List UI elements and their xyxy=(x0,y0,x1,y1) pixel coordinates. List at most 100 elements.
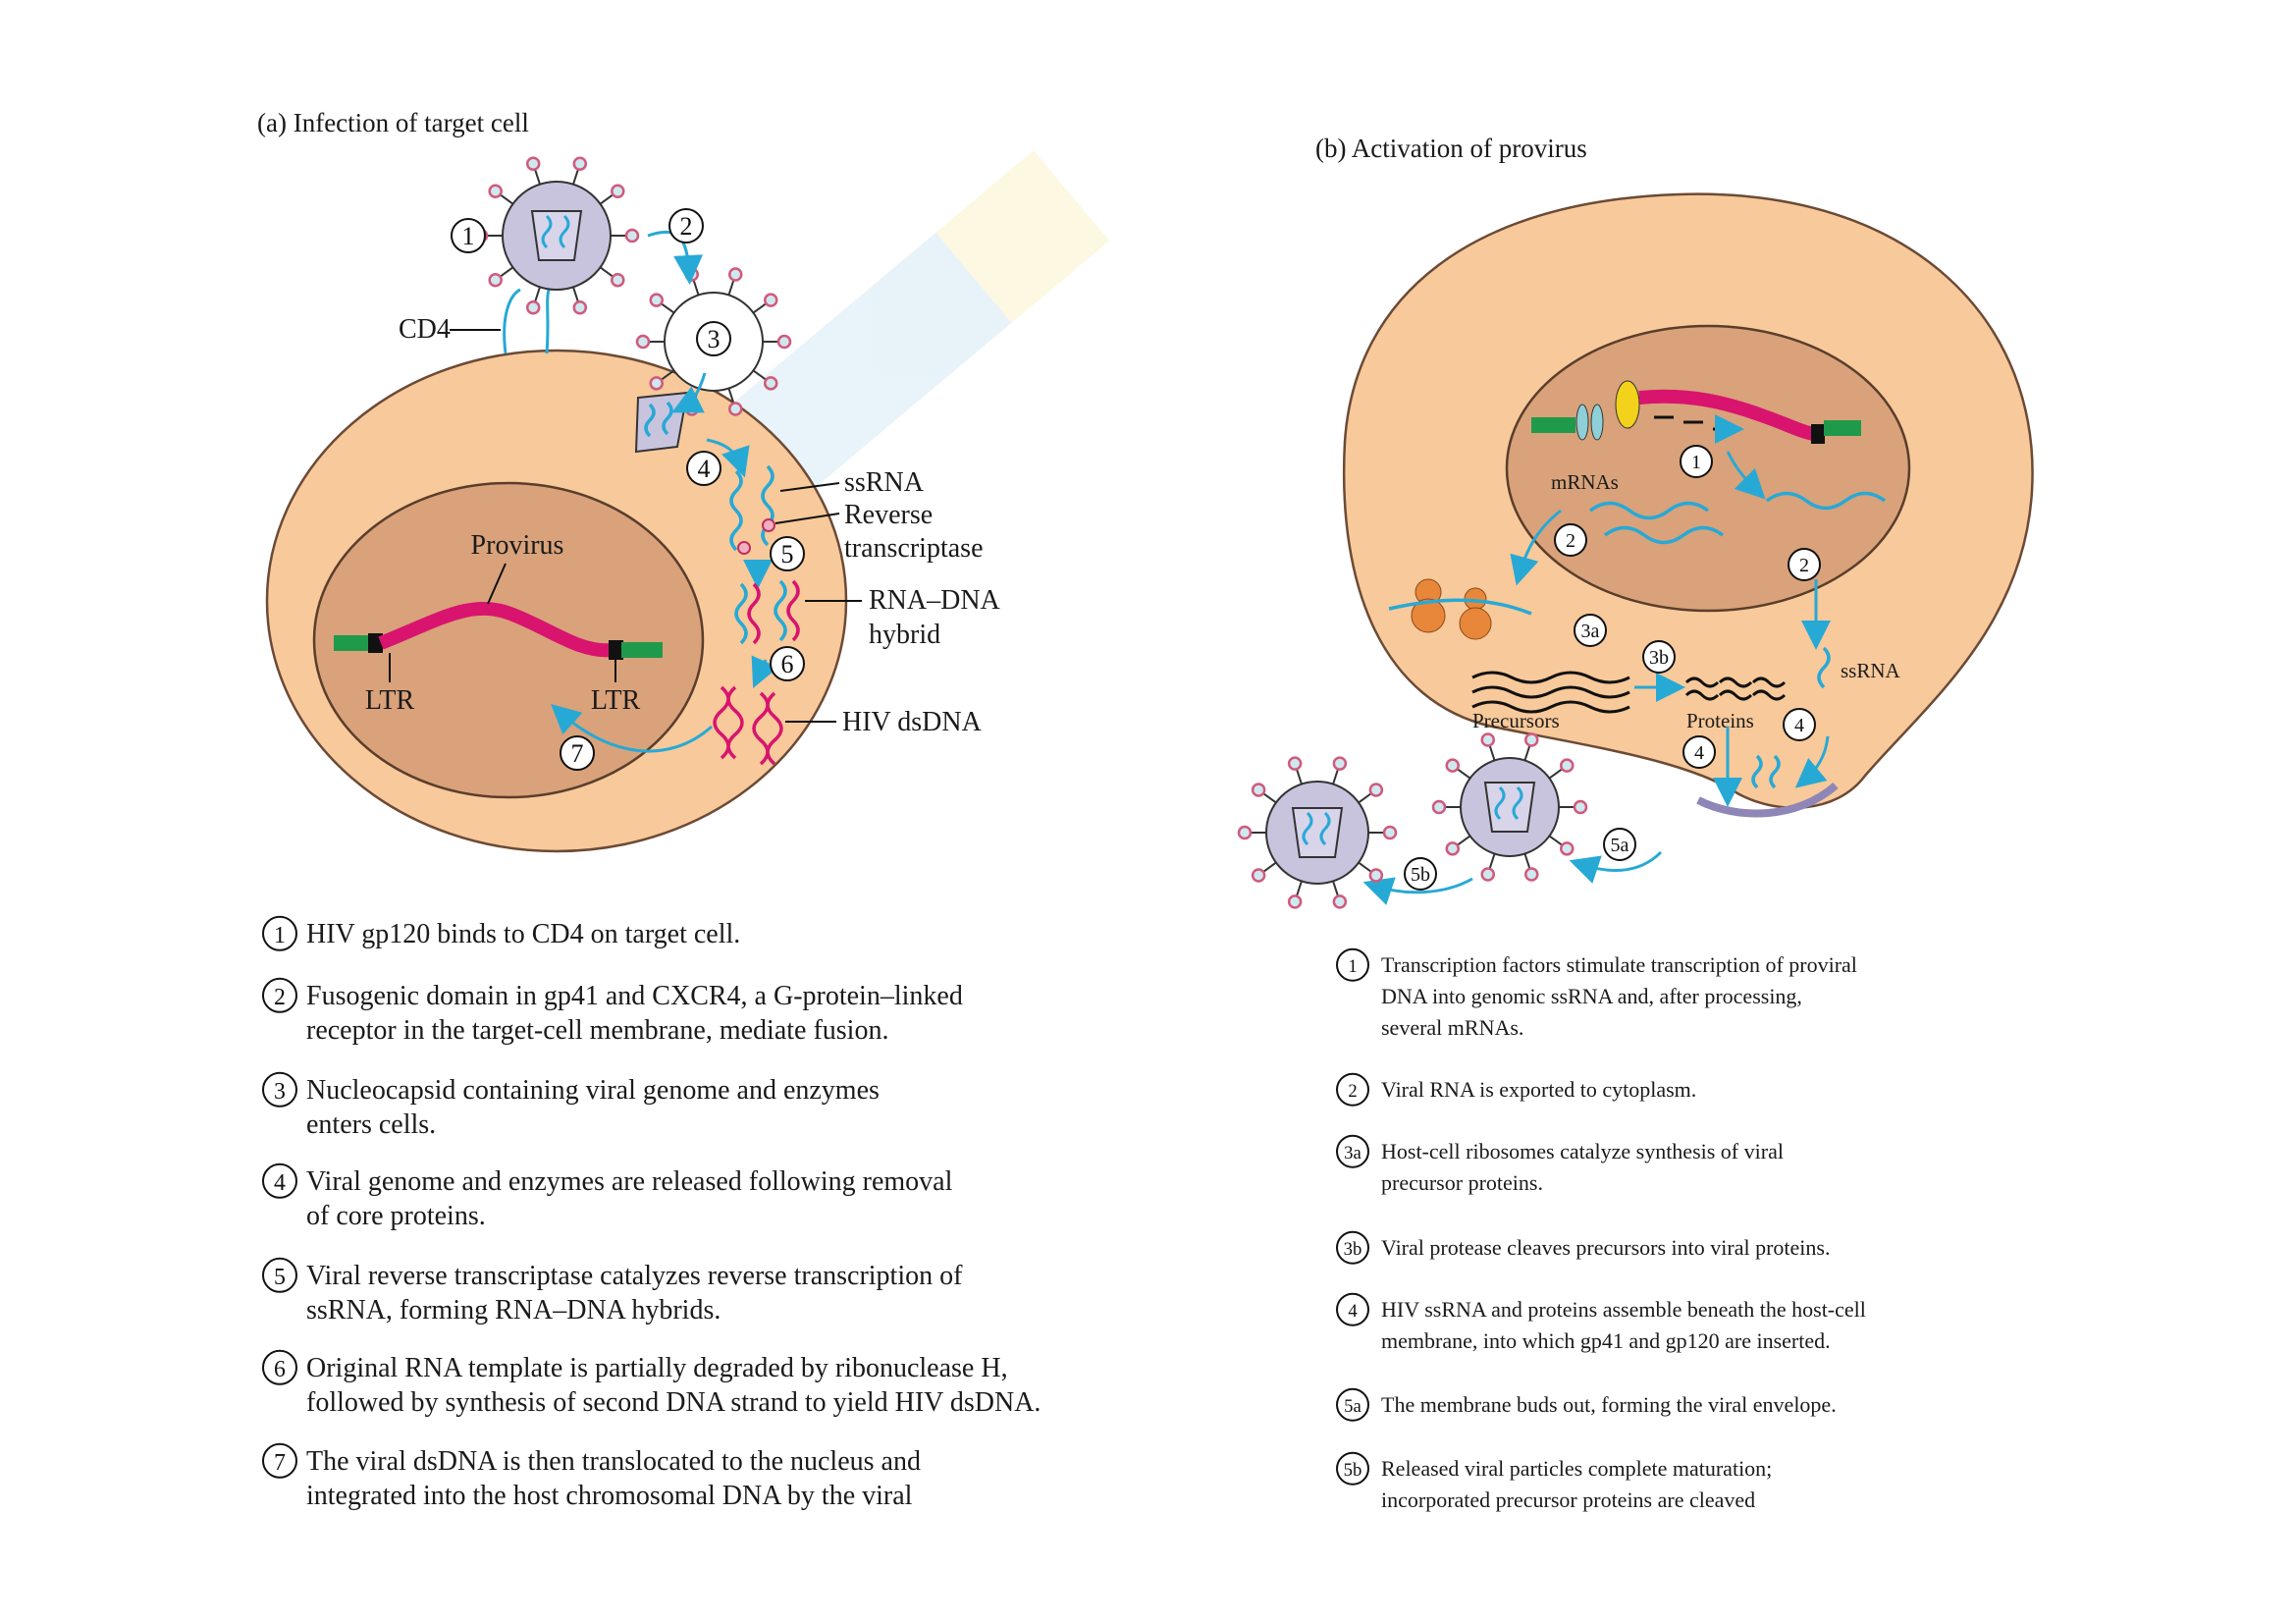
step-description-line: Viral RNA is exported to cytoplasm. xyxy=(1381,1077,1696,1102)
step-number: 5b xyxy=(1344,1460,1362,1481)
step-marker: 4 xyxy=(1682,735,1716,769)
viral-proteins xyxy=(1684,676,1787,701)
step-description-line: Host-cell ribosomes catalyze synthesis o… xyxy=(1381,1139,1784,1163)
step-number: 3a xyxy=(1581,621,1600,642)
step-marker: 5a xyxy=(1603,828,1636,861)
step-number: 4 xyxy=(1694,742,1704,764)
provirus-dna xyxy=(1531,380,1861,444)
rna-dna-hybrid-label-2: hybrid xyxy=(869,620,940,650)
step-item: 5 Viral reverse transcriptase catalyzes r… xyxy=(262,1257,963,1325)
step-number: 4 xyxy=(1794,715,1804,736)
step-marker: 3b xyxy=(1642,640,1676,674)
step-number: 5 xyxy=(274,1265,286,1290)
step-marker: 5b xyxy=(1404,857,1437,891)
nucleus xyxy=(312,481,705,799)
step-number: 2 xyxy=(680,212,693,241)
step-number: 3 xyxy=(274,1079,286,1105)
step-number: 5b xyxy=(1411,864,1430,886)
ssrna-label-b: ssRNA xyxy=(1841,659,1901,682)
immature-virion xyxy=(1431,732,1588,882)
step-number: 4 xyxy=(698,455,711,483)
step-number: 7 xyxy=(571,739,584,768)
proteins-label: Proteins xyxy=(1686,709,1754,732)
step-marker: 6 xyxy=(770,646,805,681)
step-number: 1 xyxy=(274,923,286,948)
step-marker: 2 xyxy=(1788,548,1821,581)
step-description-line: Nucleocapsid containing viral genome and… xyxy=(306,1075,880,1106)
step-description-line: Transcription factors stimulate transcri… xyxy=(1381,952,1857,977)
hiv-dsdna-helix xyxy=(713,685,744,760)
step-description-line: membrane, into which gp41 and gp120 are … xyxy=(1381,1328,1831,1353)
budding-membrane xyxy=(1696,782,1839,818)
step-number: 2 xyxy=(1348,1081,1357,1102)
step-number: 3b xyxy=(1344,1239,1362,1260)
step-marker: 4 xyxy=(686,451,721,486)
step-description-line: Viral reverse transcriptase catalyzes re… xyxy=(306,1261,963,1291)
precursor-proteins xyxy=(1471,671,1630,714)
step-number: 7 xyxy=(274,1450,286,1476)
panel-a-step-list: 1 HIV gp120 binds to CD4 on target cell. 2… xyxy=(262,915,1041,1511)
step-description-line: Viral genome and enzymes are released fo… xyxy=(306,1166,953,1197)
step-description-line: The membrane buds out, forming the viral… xyxy=(1381,1392,1837,1417)
step-marker: 1 xyxy=(1680,445,1713,478)
hiv-dsdna-label: HIV dsDNA xyxy=(842,707,983,737)
step-item: 3b Viral protease cleaves precursors into… xyxy=(1336,1230,1830,1265)
mature-virion xyxy=(1237,756,1398,909)
step-number: 6 xyxy=(274,1357,286,1382)
step-item: 2 Fusogenic domain in gp41 and CXCR4, a G… xyxy=(262,977,963,1046)
panel-a: (a) Infection of target cell Provirus LT… xyxy=(257,108,1001,853)
step-description-line: DNA into genomic ssRNA and, after proces… xyxy=(1381,984,1802,1008)
step-number: 2 xyxy=(274,985,286,1010)
step-description-line: HIV ssRNA and proteins assemble beneath … xyxy=(1381,1297,1866,1322)
step-marker: 5 xyxy=(770,536,805,571)
step-description-line: Released viral particles complete matura… xyxy=(1381,1456,1772,1481)
step-marker: 3a xyxy=(1574,614,1607,647)
step-item: 2 Viral RNA is exported to cytoplasm. xyxy=(1336,1072,1696,1107)
reverse-transcriptase-label-1: Reverse xyxy=(844,500,933,530)
step-description-line: The viral dsDNA is then translocated to … xyxy=(306,1446,921,1477)
panel-a-step-markers: 1 2 3 4 5 6 7 xyxy=(451,208,805,771)
step-description-line: of core proteins. xyxy=(306,1201,486,1231)
step-number: 3a xyxy=(1344,1143,1362,1163)
panel-a-title: (a) Infection of target cell xyxy=(257,108,529,137)
step-item: 4 Viral genome and enzymes are released f… xyxy=(262,1163,953,1231)
step-number: 5a xyxy=(1611,835,1629,856)
step-number: 5 xyxy=(781,540,794,568)
step-description-line: HIV gp120 binds to CD4 on target cell. xyxy=(306,919,740,949)
cd4-receptors xyxy=(503,286,552,354)
ssrna-label: ssRNA xyxy=(844,467,925,498)
step-description-line: incorporated precursor proteins are clea… xyxy=(1381,1488,1755,1512)
step-number: 1 xyxy=(1348,956,1357,977)
step-number: 1 xyxy=(1691,452,1701,473)
panel-b-step-markers: 1 2 2 3a 3b 4 4 5a 5b xyxy=(1404,445,1821,891)
step-description-line: enters cells. xyxy=(306,1109,436,1140)
panel-b-title: (b) Activation of provirus xyxy=(1315,134,1587,163)
step-description-line: followed by synthesis of second DNA stra… xyxy=(306,1387,1041,1418)
rna-dna-hybrid-label-1: RNA–DNA xyxy=(869,585,1001,616)
step-item: 1 HIV gp120 binds to CD4 on target cell. xyxy=(262,915,740,951)
provirus-label: Provirus xyxy=(471,530,564,561)
step-marker: 2 xyxy=(668,208,704,243)
step-description-line: Viral protease cleaves precursors into v… xyxy=(1381,1235,1830,1260)
step-number: 1 xyxy=(462,222,475,250)
hiv-virion xyxy=(473,156,640,315)
panel-b: (b) Activation of provirus mRNAs ssRNA xyxy=(1237,134,2034,909)
step-number: 4 xyxy=(1348,1301,1358,1322)
cd4-label: CD4 xyxy=(399,314,451,345)
reverse-transcriptase-label-2: transcriptase xyxy=(844,533,984,564)
step-marker: 2 xyxy=(1554,523,1587,557)
step-number: 5a xyxy=(1344,1396,1362,1417)
step-number: 2 xyxy=(1799,555,1809,576)
step-item: 4 HIV ssRNA and proteins assemble beneath… xyxy=(1336,1292,1866,1353)
step-number: 3 xyxy=(708,325,721,353)
step-item: 3a Host-cell ribosomes catalyze synthesis… xyxy=(1336,1134,1784,1195)
step-marker: 1 xyxy=(451,218,486,253)
step-description-line: ssRNA, forming RNA–DNA hybrids. xyxy=(306,1295,721,1325)
panel-b-step-list: 1 Transcription factors stimulate transcr… xyxy=(1336,947,1866,1512)
step-description-line: integrated into the host chromosomal DNA… xyxy=(306,1481,913,1511)
step-number: 6 xyxy=(781,650,794,678)
step-description-line: Fusogenic domain in gp41 and CXCR4, a G-… xyxy=(306,981,963,1011)
step-number: 4 xyxy=(274,1170,286,1196)
